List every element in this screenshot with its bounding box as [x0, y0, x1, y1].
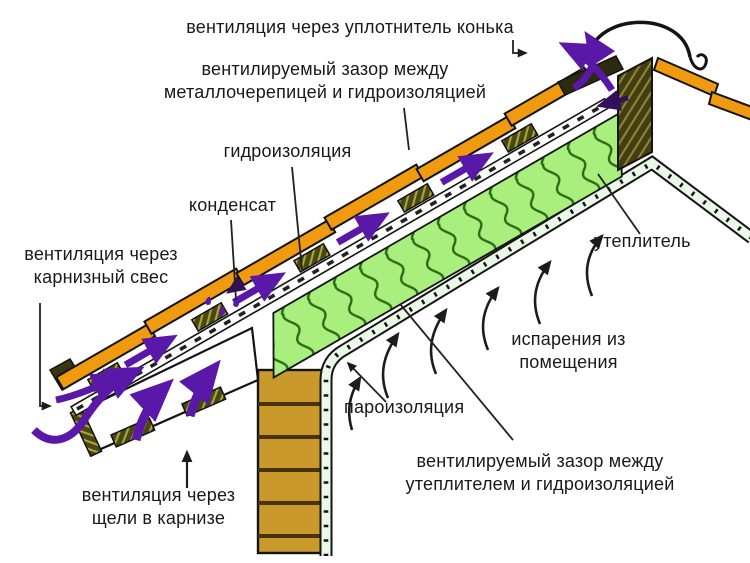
label-insulation: утеплитель: [594, 230, 724, 253]
label-insulation-text: утеплитель: [594, 231, 691, 251]
label-cornice-vent-line1: вентиляция через: [81, 485, 236, 505]
label-cornice-vent-line2: щели в карнизе: [91, 508, 226, 529]
label-condensate: конденсат: [170, 194, 295, 217]
wall: [256, 368, 330, 555]
insulation-layer: [272, 110, 623, 380]
label-ridge-vent-text: вентиляция через уплотнитель конька: [186, 17, 514, 37]
label-vapors-line1: испарения из: [511, 329, 626, 349]
leader-lines: [39, 40, 641, 441]
label-gap-tile-line1: вентилируемый зазор между: [201, 59, 449, 79]
ventilation-arrows: [31, 30, 629, 444]
right-slope-tiles: [652, 56, 750, 121]
tile-gap-airflow-arrows: [123, 152, 494, 368]
label-gap-tile-line2: металлочерепицей и гидроизоляцией: [163, 82, 487, 103]
label-gap-insulation-line1: вентилируемый зазор между: [416, 451, 664, 471]
label-vapors: испарения из помещения: [486, 328, 651, 375]
label-condensate-text: конденсат: [188, 195, 277, 215]
label-eaves-vent-line2: карнизный свес: [33, 267, 169, 288]
label-gap-insulation-line2: утеплителем и гидроизоляцией: [405, 474, 675, 495]
label-vapor-barrier-text: пароизоляция: [344, 397, 465, 417]
label-vapor-barrier: пароизоляция: [344, 396, 504, 419]
condensate-drops: [205, 275, 247, 315]
label-vapors-line2: помещения: [519, 352, 618, 373]
label-eaves-vent: вентиляция через карнизный свес: [2, 243, 200, 290]
label-waterproofing-text: гидроизоляция: [223, 141, 352, 161]
label-eaves-vent-line1: вентиляция через: [24, 244, 178, 264]
label-ridge-vent: вентиляция через уплотнитель конька: [140, 16, 560, 39]
vapor-arrows: [181, 234, 604, 488]
label-cornice-vent: вентиляция через щели в карнизе: [56, 484, 261, 531]
label-waterproofing: гидроизоляция: [205, 140, 370, 163]
label-gap-insulation: вентилируемый зазор между утеплителем и …: [386, 450, 694, 497]
vapor-barrier: [319, 155, 750, 556]
label-gap-tile: вентилируемый зазор между металлочерепиц…: [130, 58, 520, 105]
ridge-board: [617, 56, 653, 172]
